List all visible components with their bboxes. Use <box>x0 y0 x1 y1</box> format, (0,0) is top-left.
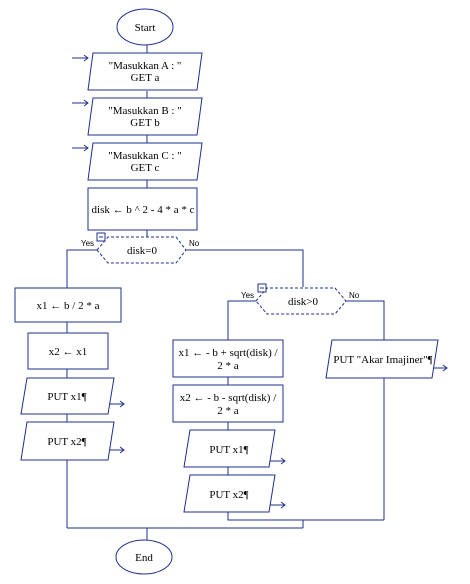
middle-x1-process: x1 ← - b + sqrt(disk) / 2 * a <box>172 339 284 378</box>
middle-put-x1-text: PUT x1¶ <box>209 444 248 456</box>
input-c-get: GET c <box>131 162 160 174</box>
middle-x1-line2: 2 * a <box>217 360 239 372</box>
input-c: "Masukkan C : " GET c <box>87 142 203 181</box>
left-put-x2: PUT x2¶ <box>20 421 115 461</box>
decision-disk-positive: disk>0 Yes No <box>241 283 360 315</box>
decision-disk-zero: disk=0 Yes No <box>81 232 200 264</box>
middle-x2-line2: 2 * a <box>217 405 239 417</box>
input-arrows <box>72 54 89 152</box>
decision2-no: No <box>349 291 360 300</box>
input-c-prompt: "Masukkan C : " <box>108 150 181 162</box>
end-label: End <box>135 552 153 564</box>
middle-x1-line1: x1 ← - b + sqrt(disk) / <box>178 347 278 359</box>
disk-process: disk ← b ^ 2 - 4 * a * c <box>87 187 198 231</box>
left-x2-process: x2 ← x1 <box>27 332 109 370</box>
input-a-prompt: "Masukkan A : " <box>109 60 182 72</box>
disk-calc-text: disk ← b ^ 2 - 4 * a * c <box>92 204 195 216</box>
end-terminal: End <box>115 539 173 575</box>
middle-x2-process: x2 ← - b - sqrt(disk) / 2 * a <box>172 384 284 423</box>
left-x1-text: x1 ← b / 2 * a <box>37 300 100 312</box>
start-label: Start <box>135 22 156 34</box>
decision2-yes: Yes <box>241 291 254 300</box>
decision1-yes: Yes <box>81 239 94 248</box>
output-arrows <box>108 364 448 509</box>
input-a: "Masukkan A : " GET a <box>87 52 203 91</box>
start-terminal: Start <box>116 8 174 46</box>
input-b: "Masukkan B : " GET b <box>87 97 203 136</box>
connector-lines <box>66 44 385 540</box>
input-b-prompt: "Masukkan B : " <box>108 105 181 117</box>
middle-x2-line1: x2 ← - b - sqrt(disk) / <box>180 392 277 404</box>
decision2-text: disk>0 <box>288 296 319 308</box>
middle-put-x2-text: PUT x2¶ <box>209 489 248 501</box>
right-put-imaginary: PUT "Akar Imajiner"¶ <box>325 339 439 379</box>
left-put-x1-text: PUT x1¶ <box>47 391 86 403</box>
input-b-get: GET b <box>130 117 160 129</box>
middle-put-x1: PUT x1¶ <box>183 429 276 468</box>
left-x2-text: x2 ← x1 <box>49 346 88 358</box>
middle-put-x2: PUT x2¶ <box>183 474 276 513</box>
left-put-x2-text: PUT x2¶ <box>47 436 86 448</box>
decision1-text: disk=0 <box>127 245 158 257</box>
right-put-imaginary-text: PUT "Akar Imajiner"¶ <box>333 354 432 366</box>
left-x1-process: x1 ← b / 2 * a <box>14 287 122 323</box>
left-put-x1: PUT x1¶ <box>20 377 115 415</box>
input-a-get: GET a <box>131 72 160 84</box>
decision1-no: No <box>189 239 200 248</box>
